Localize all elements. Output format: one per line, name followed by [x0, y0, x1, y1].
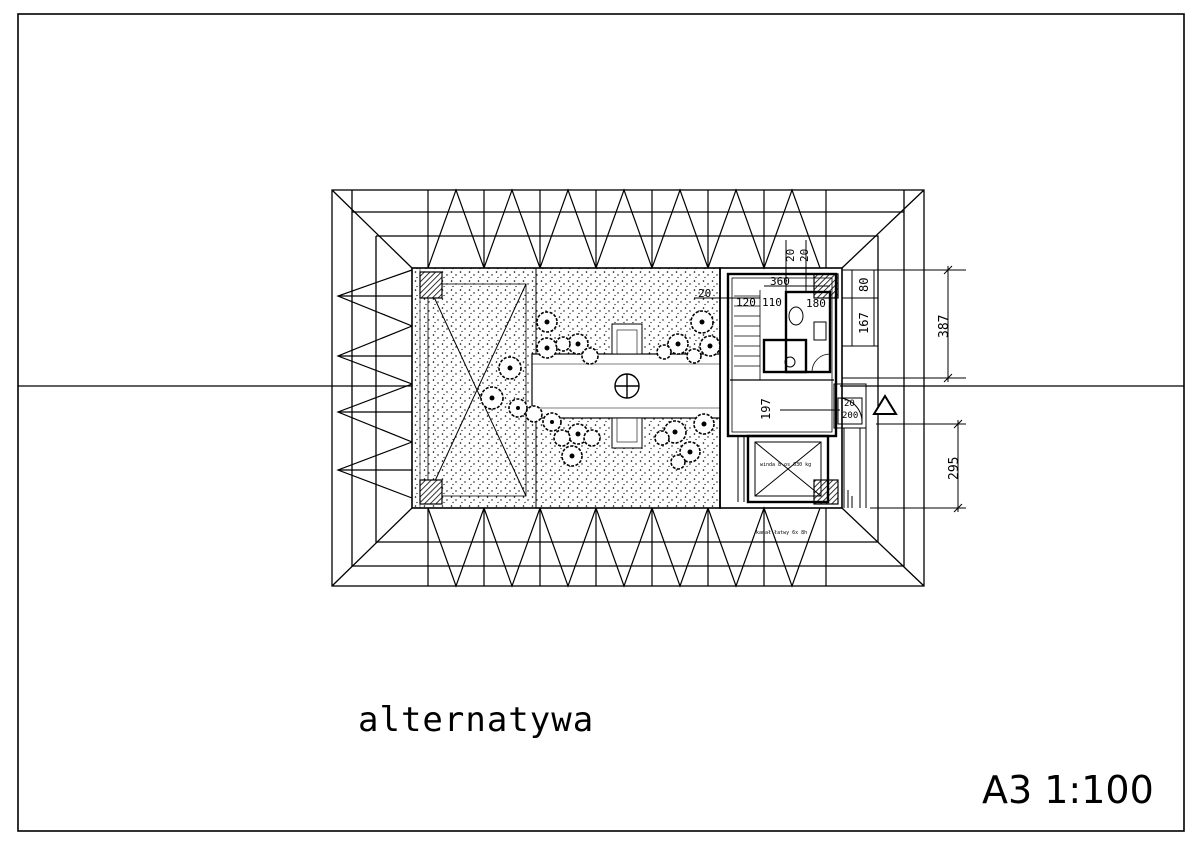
- dim-20-b: 20: [784, 249, 797, 262]
- dim-20-c: 20: [798, 249, 811, 262]
- dim-20-d: 20: [844, 399, 855, 409]
- column-sw: [419, 479, 443, 505]
- entry-door: [833, 383, 867, 508]
- bench-top: [611, 323, 643, 355]
- sheet-border: [17, 13, 1185, 832]
- roof-zigzag-bottom: [427, 506, 827, 588]
- service-core: [719, 267, 843, 509]
- dim-180: 180: [806, 297, 826, 310]
- dim-200: 200: [842, 411, 858, 421]
- column-nw: [419, 271, 443, 299]
- roof-zigzag-top: [427, 188, 827, 270]
- dim-295: 295: [947, 457, 962, 480]
- drawing-title: alternatywa: [358, 700, 595, 740]
- bathroom: [762, 290, 832, 374]
- dim-360: 360: [770, 275, 790, 288]
- entry-marker-icon: [872, 394, 898, 415]
- stairs: [734, 290, 761, 380]
- elevator-note: winda 8 os 630 kg: [760, 462, 811, 468]
- dim-110: 110: [762, 296, 782, 309]
- terrace-inner-frame: [427, 283, 527, 497]
- dim-120: 120: [736, 296, 756, 309]
- drain-symbol: [614, 373, 640, 399]
- dimension-lines: [694, 240, 966, 513]
- dim-80: 80: [857, 278, 871, 292]
- lower-note: kanał łatwy 6x 8h: [756, 530, 807, 536]
- dim-197: 197: [759, 398, 773, 420]
- scale-label: A3 1:100: [982, 768, 1154, 812]
- column-se: [813, 479, 839, 505]
- dim-387: 387: [937, 315, 952, 338]
- bench-bottom: [611, 417, 643, 449]
- roof-zigzag-left: [336, 269, 414, 499]
- dim-20-a: 20: [698, 287, 711, 300]
- dim-167: 167: [857, 312, 871, 334]
